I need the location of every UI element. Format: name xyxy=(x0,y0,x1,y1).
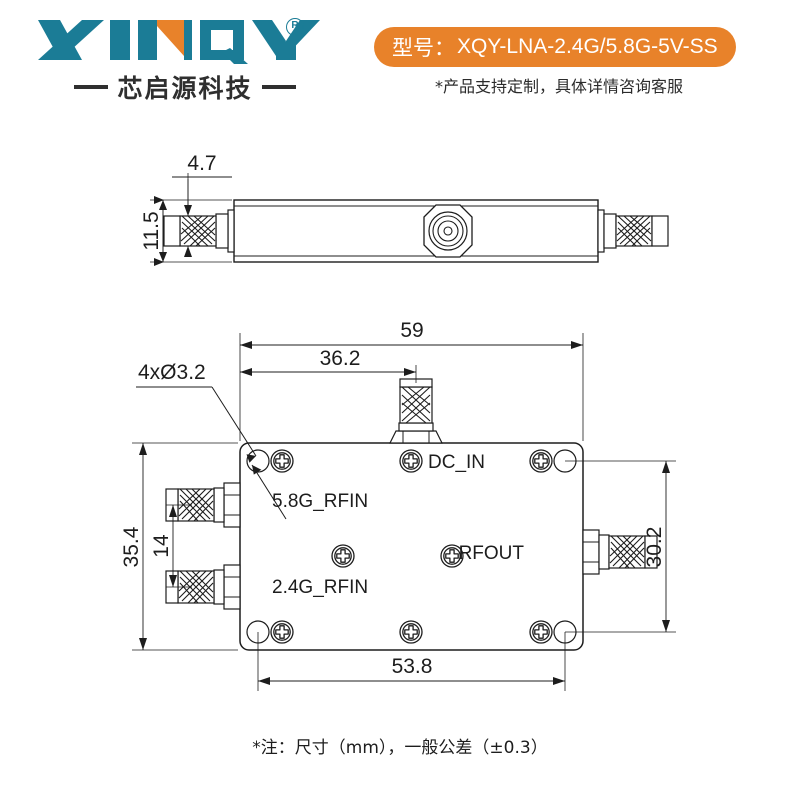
screw xyxy=(529,449,553,473)
dimension-53_8-text: 53.8 xyxy=(392,655,433,678)
tolerance-note: *注：尺寸（mm），一般公差（±0.3） xyxy=(252,738,548,758)
brand-logo-chinese: 芯启源科技 xyxy=(40,70,330,104)
dimension-4_7: 4.7 xyxy=(172,152,232,257)
sma-2g4-rfin xyxy=(165,564,241,610)
dimension-14-text: 14 xyxy=(150,534,173,558)
dimension-30_2: 30.2 xyxy=(565,460,676,633)
technical-drawing: 11.5 4.7 xyxy=(0,115,800,735)
logo-rule-right xyxy=(261,85,296,89)
label-2g4-rfin: 2.4G_RFIN xyxy=(272,577,368,598)
callout-4x-dia-3_2: 4xØ3.2 xyxy=(136,361,287,520)
dimension-53_8: 53.8 xyxy=(257,632,566,691)
dc-in-connector-side xyxy=(423,204,473,258)
dimension-30_2-text: 30.2 xyxy=(643,527,666,568)
brand-logo: R 芯启源科技 xyxy=(34,14,334,104)
model-value: XQY-LNA-2.4G/5.8G-5V-SS xyxy=(457,35,718,58)
dimension-36_2-text: 36.2 xyxy=(320,347,361,370)
screw xyxy=(529,620,553,644)
label-rfout: RFOUT xyxy=(459,543,525,564)
logo-rule-left xyxy=(74,85,109,89)
brand-cn-text: 芯启源科技 xyxy=(117,74,253,103)
dimension-36_2: 36.2 xyxy=(240,347,417,383)
dimension-35_4-text: 35.4 xyxy=(120,526,143,567)
model-label: 型号： xyxy=(392,36,455,60)
sma-rfout xyxy=(582,529,658,575)
screw xyxy=(270,449,294,473)
dimension-11_5: 11.5 xyxy=(140,196,232,266)
dimension-35_4: 35.4 xyxy=(120,442,238,651)
customization-note: *产品支持定制，具体详情咨询客服 xyxy=(434,77,683,96)
screw xyxy=(270,620,294,644)
housing-outline xyxy=(239,442,584,651)
model-number-badge: 型号： XQY-LNA-2.4G/5.8G-5V-SS xyxy=(374,27,736,67)
dc-in-connector-top xyxy=(389,378,443,444)
label-dc-in: DC_IN xyxy=(428,452,485,473)
page-header: R 芯启源科技 型号： XQY-LNA-2.4G/5.8G-5V-SS *产品支… xyxy=(0,0,800,115)
side-view-group: 11.5 4.7 xyxy=(140,152,669,266)
dimension-14: 14 xyxy=(150,504,192,588)
screw xyxy=(399,449,423,473)
label-5g8-rfin: 5.8G_RFIN xyxy=(272,491,368,512)
registered-trademark-icon: R xyxy=(286,18,304,36)
screw xyxy=(331,544,355,568)
drawing-canvas: 11.5 4.7 xyxy=(120,152,676,691)
top-view-group: 5.8G_RFIN 2.4G_RFIN DC_IN RFOUT 4xØ3.2 xyxy=(120,319,676,691)
dimension-59: 59 xyxy=(239,319,584,441)
dimension-59-text: 59 xyxy=(400,319,423,342)
callout-4x-dia-3_2-text: 4xØ3.2 xyxy=(138,361,206,384)
brand-logo-wordmark xyxy=(38,20,320,64)
screw xyxy=(399,620,423,644)
dimension-11_5-text: 11.5 xyxy=(140,211,163,250)
dimension-4_7-text: 4.7 xyxy=(187,152,216,175)
